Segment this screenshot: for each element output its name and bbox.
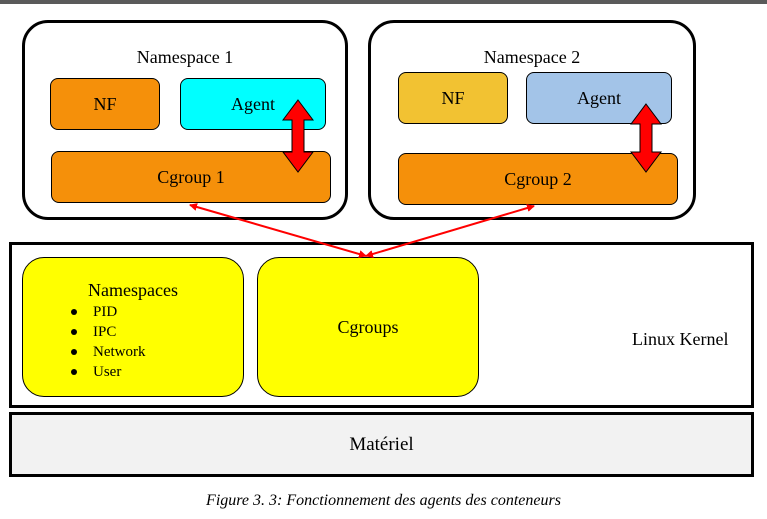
list-item: IPC xyxy=(71,322,146,342)
namespace-2-nf-box: NF xyxy=(398,72,508,124)
namespace-1-cgroup-box: Cgroup 1 xyxy=(51,151,331,203)
top-border xyxy=(0,0,767,4)
namespace-1-agent-box: Agent xyxy=(180,78,326,130)
list-item: Network xyxy=(71,342,146,362)
list-item: PID xyxy=(71,302,146,322)
namespace-1-nf-box: NF xyxy=(50,78,160,130)
namespace-2-title: Namespace 2 xyxy=(483,47,581,67)
agent-1-cgroup-1-double-arrow xyxy=(282,99,314,173)
kernel-namespaces-title: Namespaces xyxy=(88,280,178,300)
linux-kernel-label: Linux Kernel xyxy=(632,329,729,349)
cgroup-1-kernel-arrow xyxy=(189,203,367,258)
namespace-1-title: Namespace 1 xyxy=(136,47,234,67)
kernel-namespaces-box: Namespaces PID IPC Network User xyxy=(22,257,244,397)
hardware-label: Matériel xyxy=(349,433,414,455)
agent-2-cgroup-2-double-arrow xyxy=(630,103,662,173)
kernel-cgroups-label: Cgroups xyxy=(337,316,399,337)
kernel-namespaces-list: PID IPC Network User xyxy=(71,302,146,382)
cgroup-2-kernel-arrow xyxy=(365,204,535,258)
list-item: User xyxy=(71,362,146,382)
namespace-1-container: Namespace 1 NF Agent Cgroup 1 xyxy=(22,20,348,220)
hardware-box: Matériel xyxy=(9,412,754,477)
linux-kernel-container: Namespaces PID IPC Network User Cgroups … xyxy=(9,242,754,408)
kernel-cgroups-box: Cgroups xyxy=(257,257,479,397)
figure-caption: Figure 3. 3: Fonctionnement des agents d… xyxy=(206,492,561,509)
namespace-2-cgroup-box: Cgroup 2 xyxy=(398,153,678,205)
